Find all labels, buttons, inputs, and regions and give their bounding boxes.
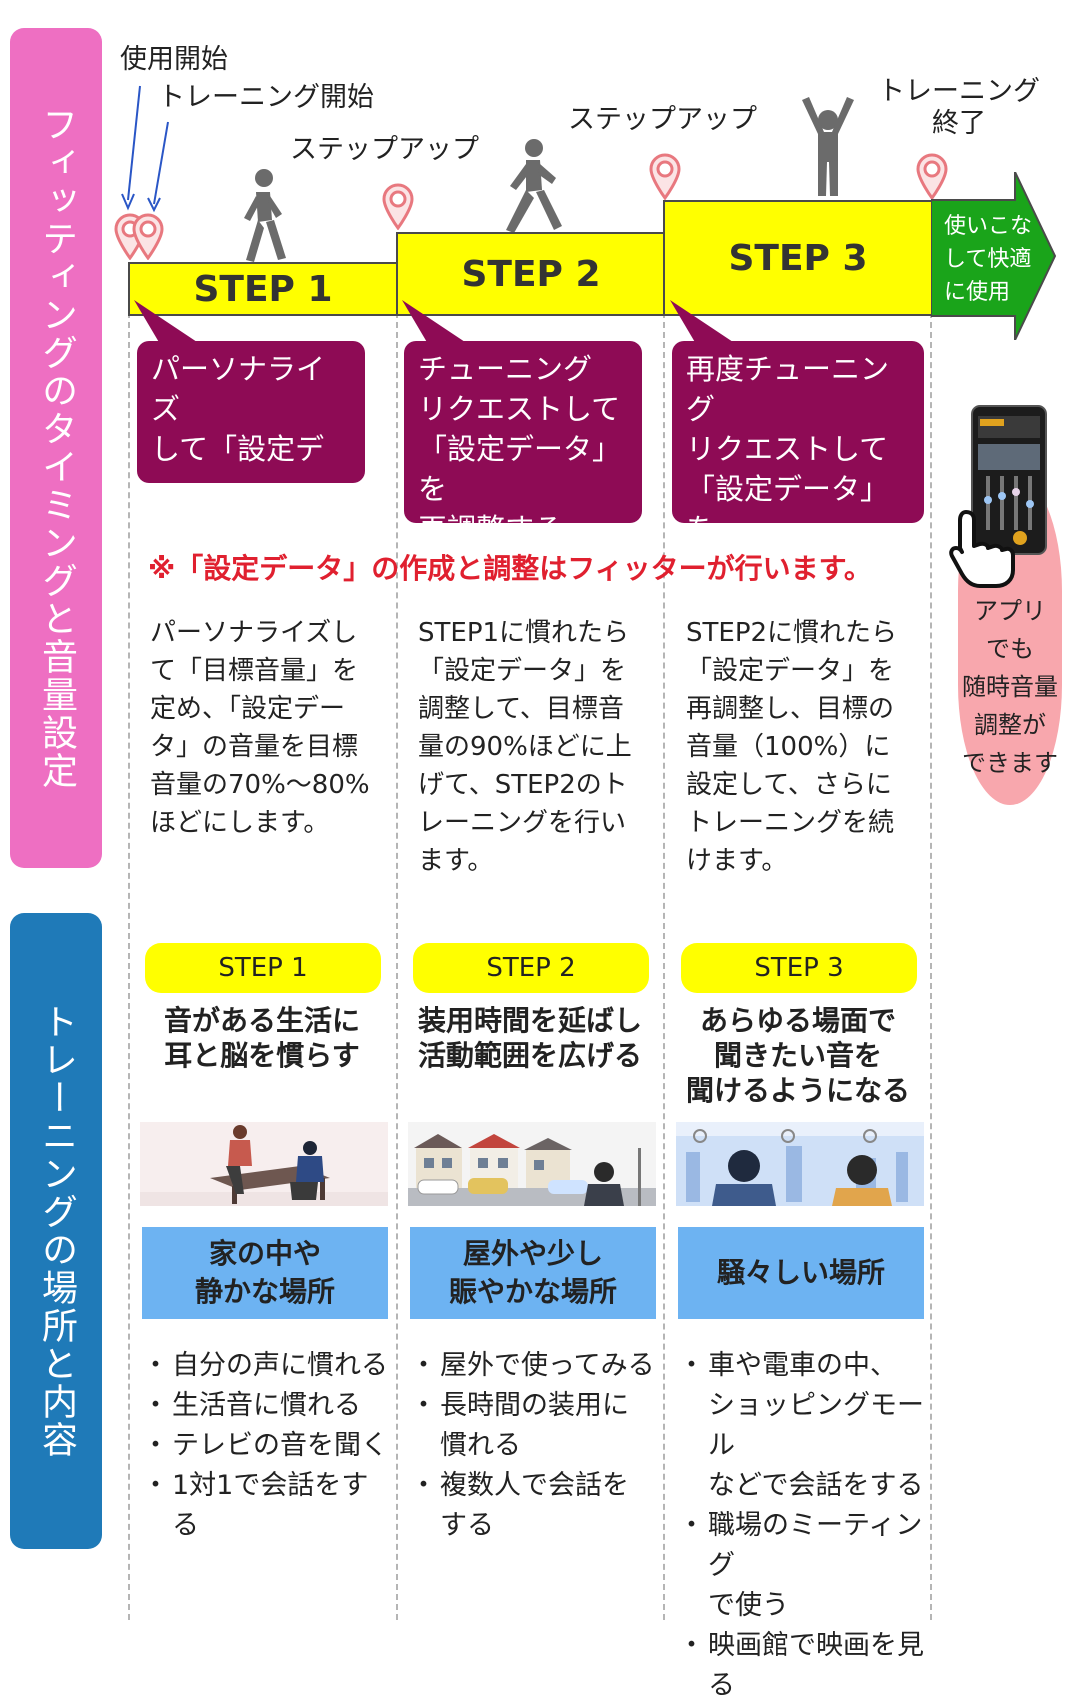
- walking-person-icon: [506, 139, 562, 233]
- training-step-3-list: 車や電車の中、 ショッピングモール などで会話をする 職場のミーティング で使う…: [678, 1346, 936, 1706]
- training-step-3-goal: あらゆる場面で 聞きたい音を 聞けるようになる: [685, 1004, 910, 1107]
- list-item: 自分の声に慣れる: [142, 1346, 390, 1386]
- fitter-note: ※「設定データ」の作成と調整はフィッターが行います。: [148, 552, 872, 585]
- app-note-text: アプリ でも 随時音量 調整が できます: [962, 597, 1058, 777]
- location-pin-icon: [649, 153, 681, 200]
- training-end-label: トレーニング 終了: [878, 76, 1040, 140]
- fitting-bubble-3: 再度チューニング リクエストして 「設定データ」を 最終調整する: [672, 341, 924, 586]
- column-divider: [396, 312, 398, 1620]
- training-step-2-goal: 装用時間を延ばし 活動範囲を広げる: [417, 1004, 642, 1072]
- step-1-description: パーソナライズし て「目標音量」を 定め、「設定デー タ」の音量を目標 音量の7…: [150, 618, 370, 838]
- training-step-2-place: 屋外や少し 賑やかな場所: [410, 1227, 656, 1319]
- bubble-tails: [134, 300, 736, 344]
- timing-section-label: フィッティングのタイミングと音量設定: [10, 28, 102, 868]
- list-item: 車や電車の中、 ショッピングモール などで会話をする: [678, 1346, 936, 1506]
- pointing-hand-icon: [949, 510, 1015, 588]
- training-step-2-list: 屋外で使ってみる 長時間の装用に 慣れる 複数人で会話を する: [410, 1346, 658, 1546]
- step-2-description: STEP1に慣れたら 「設定データ」を 調整して、目標音 量の90%ほどに上 げ…: [418, 618, 632, 876]
- smartphone-app-icon: [971, 405, 1047, 555]
- training-step-1-list: 自分の声に慣れる 生活音に慣れる テレビの音を聞く 1対1で会話をする: [142, 1346, 390, 1546]
- list-item: テレビの音を聞く: [142, 1426, 390, 1466]
- start-arrows: [121, 85, 169, 213]
- training-start-label: トレーニング開始: [158, 82, 374, 113]
- list-item: 屋外で使ってみる: [410, 1346, 658, 1386]
- fitting-bubble-1-text: パーソナライズ して「設定デー タ」を作る: [151, 352, 326, 546]
- column-divider: [128, 312, 130, 1620]
- training-step-1-pill: STEP 1: [145, 943, 381, 993]
- column-divider: [663, 312, 665, 1620]
- fitting-bubble-2-text: チューニング リクエストして 「設定データ」を 再調整する: [418, 352, 622, 546]
- training-step-1-goal: 音がある生活に 耳と脳を慣らす: [163, 1004, 360, 1072]
- step-3-description: STEP2に慣れたら 「設定データ」を 再調整し、目標の 音量（100%）に 設…: [686, 618, 898, 876]
- list-item: 長時間の装用に 慣れる: [410, 1386, 658, 1466]
- comfortable-use-text: 使いこな して快適 に使用: [944, 214, 1033, 305]
- comfortable-use-arrow: [931, 172, 1057, 340]
- training-section-title: トレーニングの場所と内容: [36, 1003, 77, 1459]
- column-divider: [930, 312, 932, 1620]
- list-item: 職場のミーティング で使う: [678, 1506, 936, 1626]
- training-step-3-place: 騒々しい場所: [678, 1227, 924, 1319]
- street-scene: [408, 1122, 656, 1206]
- list-item: 生活音に慣れる: [142, 1386, 390, 1426]
- train-scene: [676, 1122, 924, 1206]
- fitting-bubble-3-text: 再度チューニング リクエストして 「設定データ」を 最終調整する: [686, 352, 890, 586]
- fitting-bubble-2: チューニング リクエストして 「設定データ」を 再調整する: [404, 341, 642, 546]
- fitting-bubble-1: パーソナライズ して「設定デー タ」を作る: [137, 341, 365, 546]
- use-start-label: 使用開始: [120, 44, 228, 75]
- step-1-bar: STEP 1: [128, 262, 398, 316]
- walking-person-icon: [244, 169, 286, 262]
- cheering-person-icon: [802, 97, 854, 196]
- step-up-label-2: ステップアップ: [568, 104, 757, 135]
- step-up-label-1: ステップアップ: [290, 134, 479, 165]
- location-pin-icon: [132, 213, 164, 260]
- location-pin-icon: [382, 183, 414, 230]
- training-section-label: トレーニングの場所と内容: [10, 913, 102, 1549]
- step-3-bar: STEP 3: [663, 200, 933, 316]
- list-item: 映画館で映画を見る: [678, 1626, 936, 1706]
- training-step-3-pill: STEP 3: [681, 943, 917, 993]
- list-item: 複数人で会話を する: [410, 1466, 658, 1546]
- training-step-1-place: 家の中や 静かな場所: [142, 1227, 388, 1319]
- location-pin-icon: [916, 153, 948, 200]
- training-step-2-pill: STEP 2: [413, 943, 649, 993]
- timing-section-title: フィッティングのタイミングと音量設定: [36, 106, 77, 790]
- list-item: 1対1で会話をする: [142, 1466, 390, 1546]
- home-conversation-scene: [140, 1122, 388, 1206]
